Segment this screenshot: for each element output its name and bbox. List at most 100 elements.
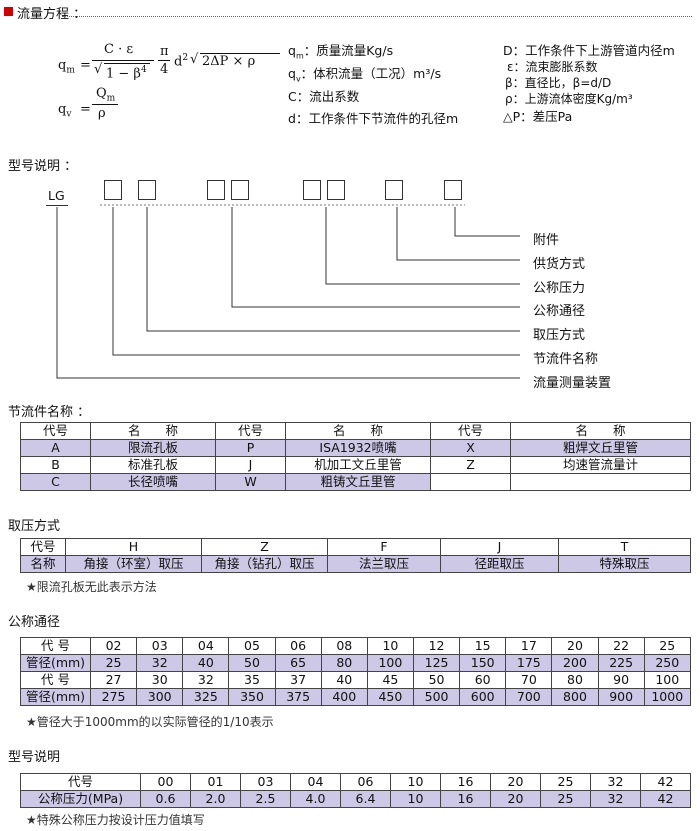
table-cell: 375 [274,688,322,706]
table-cell: 05 [228,637,276,655]
table-cell: 300 [136,688,184,706]
model-label-pressure: 公称压力 [533,281,586,296]
code-box-supply [385,180,403,200]
table-cell: 35 [228,671,276,689]
table-cell: 150 [459,654,507,672]
table-cell: 45 [366,671,414,689]
table-cell: 700 [505,688,553,706]
table-cell: 16 [440,773,491,791]
legend-dp: △P：差压Pa [503,109,573,124]
legend-qv: qv：体积流量（工况）m³/s [288,66,442,84]
code-box-element [104,180,122,200]
legend-d: D：工作条件下上游管道内径m [503,43,675,58]
table-cell: 2.5 [240,790,291,808]
table-cell: 15 [459,637,507,655]
table-cell: 22 [597,637,645,655]
table-cell: 65 [274,654,322,672]
table-cell: 275 [89,688,138,706]
table-cell: 08 [320,637,368,655]
code-box-tap [138,180,156,200]
legend-epsilon: ε：流束膨胀系数 [507,60,598,74]
table-cell: 30 [136,671,184,689]
legend-c: C：流出系数 [288,89,360,104]
table-cell: 32 [590,790,641,808]
table-cell: 16 [440,790,491,808]
table-cell: 10 [366,637,414,655]
table-cell: 10 [390,790,441,808]
table-cell: 70 [505,671,553,689]
model-label-element: 节流件名称 [533,352,599,367]
model-label-tap: 取压方式 [533,328,586,343]
table-cell: 10 [390,773,441,791]
legend-beta: β：直径比，β=d/D [505,76,612,90]
table-cell: 代 号 [20,637,91,655]
table-cell: 250 [643,654,691,672]
table-cell: 32 [590,773,641,791]
legend-qm: qm：质量流量Kg/s [288,43,394,61]
table-cell: 0.6 [140,790,191,808]
table-cell: 350 [228,688,276,706]
table-cell: 900 [597,688,645,706]
model-connector-lines [56,204,520,379]
header-divider [62,16,692,17]
table-cell: 42 [640,790,691,808]
table-cell: 12 [412,637,461,655]
legend-d-small: d：工作条件下节流件的孔径m [288,111,459,126]
table-cell: 400 [320,688,368,706]
prefix-underline [46,205,68,206]
table-cell: 100 [366,654,414,672]
table-cell: 27 [89,671,138,689]
tap-title: 取压方式 [8,519,61,534]
table-cell: 25 [643,637,691,655]
table-cell: 60 [459,671,507,689]
pressure-note: ★特殊公称压力按设计压力值填写 [26,813,205,827]
bore-title: 公称通径 [8,615,61,630]
table-cell: 40 [182,654,230,672]
table-cell: 32 [136,654,184,672]
table-cell: 50 [412,671,461,689]
table-cell: 50 [228,654,276,672]
table-cell: 01 [190,773,241,791]
table-cell: 公称压力(MPa) [20,790,141,808]
table-cell: 00 [140,773,191,791]
code-box-pressure-1 [303,180,321,200]
table-cell: 17 [505,637,553,655]
table-cell: 03 [240,773,291,791]
table-cell: 25 [540,790,591,808]
code-box-pressure-2 [327,180,345,200]
tap-note: ★限流孔板无此表示方法 [26,580,157,594]
table-cell: 90 [597,671,645,689]
table-cell: 20 [490,790,541,808]
table-cell: 100 [643,671,691,689]
table-cell: 1000 [643,688,691,706]
table-cell: 代号 [20,773,141,791]
model-title: 型号说明 ： [8,159,78,174]
table-cell: 代 号 [20,671,91,689]
table-cell: 80 [320,654,368,672]
table-cell: 32 [182,671,230,689]
table-cell: 42 [640,773,691,791]
table-row: 名称角接（环室）取压 角接（钻孔）取压法兰取压 径距取压特殊取压 [20,555,691,573]
table-cell: 03 [136,637,184,655]
model-label-supply: 供货方式 [533,257,586,272]
table-cell: 25 [89,654,138,672]
code-box-bore-1 [207,180,225,200]
model-label-bore: 公称通径 [533,304,586,319]
table-cell: 2.0 [190,790,241,808]
table-cell: 500 [412,688,461,706]
bore-note: ★管径大于1000mm的以实际管径的1/10表示 [26,715,274,729]
header-title: 流量方程 ： [17,7,87,22]
table-cell: 06 [340,773,391,791]
